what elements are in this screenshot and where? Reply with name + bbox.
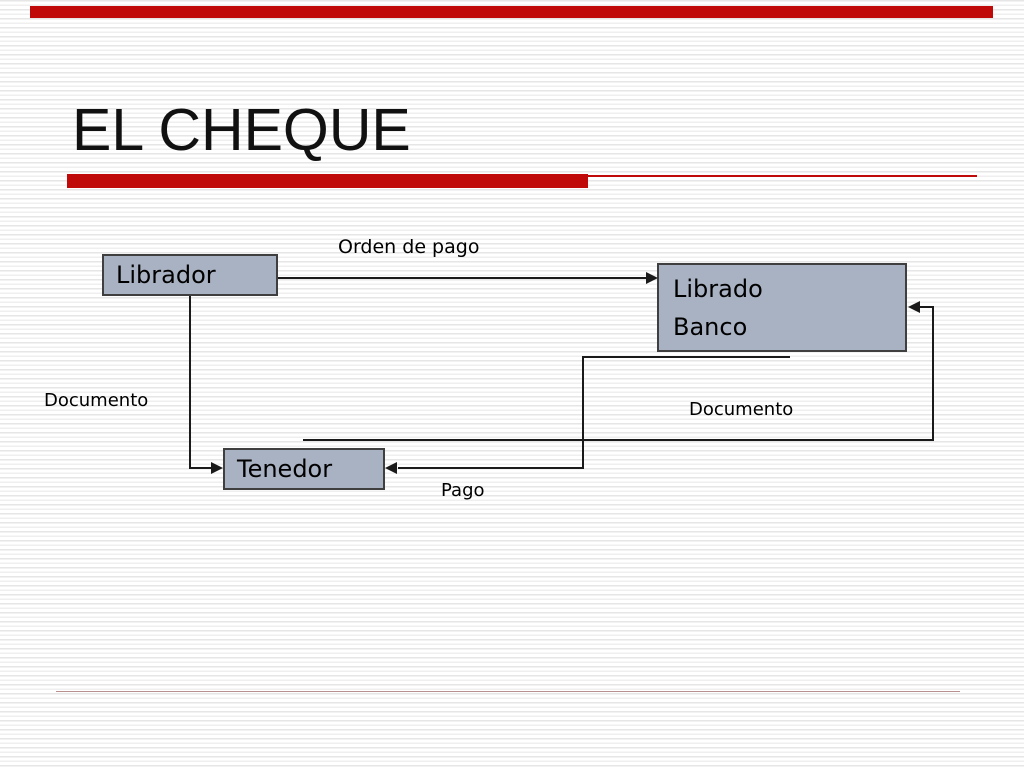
- arrow-librado-to-tenedor-head-icon: [385, 462, 397, 474]
- arrow-librado-to-tenedor-top-line: [582, 356, 790, 358]
- arrow-librador-to-tenedor-vertical: [189, 296, 191, 468]
- box-tenedor-label: Tenedor: [237, 455, 333, 483]
- box-tenedor: Tenedor: [223, 448, 385, 490]
- footer-rule: [56, 691, 960, 692]
- arrow-tenedor-to-librado-long-line: [303, 439, 934, 441]
- arrow-librado-to-tenedor-vertical: [582, 356, 584, 469]
- arrow-tenedor-to-librado-horizontal: [918, 306, 934, 308]
- label-documento-left: Documento: [44, 390, 149, 411]
- top-accent-bar: [30, 6, 993, 18]
- arrow-tenedor-to-librado-vertical: [932, 306, 934, 441]
- box-librado-label-line2: Banco: [673, 312, 748, 341]
- arrow-librador-to-tenedor-head-icon: [211, 462, 223, 474]
- label-orden-de-pago: Orden de pago: [338, 236, 480, 258]
- title-underline-thin: [588, 175, 977, 177]
- title-underline-thick: [67, 174, 588, 188]
- arrow-tenedor-to-librado-head-icon: [908, 301, 920, 313]
- box-librador: Librador: [102, 254, 278, 296]
- slide-title: EL CHEQUE: [72, 97, 411, 163]
- arrow-librador-to-librado-head-icon: [646, 272, 658, 284]
- box-librado-banco: Librado Banco: [657, 263, 907, 352]
- label-documento-right: Documento: [689, 399, 794, 420]
- arrow-librador-to-tenedor-horizontal: [189, 467, 212, 469]
- box-librado-label-line1: Librado: [673, 274, 763, 303]
- label-pago: Pago: [441, 480, 485, 501]
- box-librador-label: Librador: [116, 261, 216, 289]
- arrow-librado-to-tenedor-horizontal: [398, 467, 584, 469]
- arrow-librador-to-librado-line: [278, 277, 648, 279]
